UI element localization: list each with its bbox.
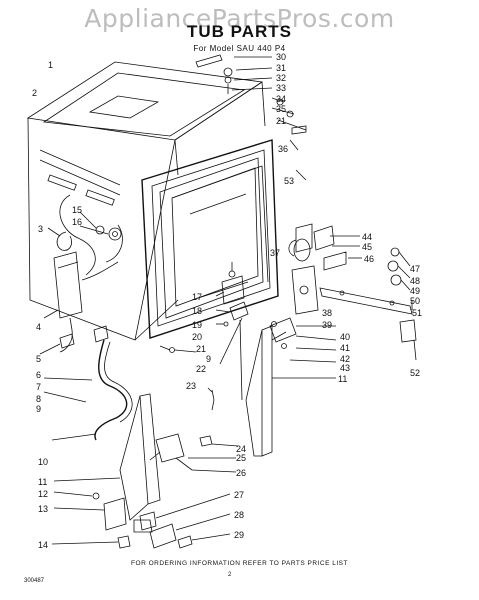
callout-32: 32 [276,73,286,83]
left-leg-bracket [51,393,161,549]
callout-26: 26 [236,468,246,478]
callout-13: 13 [38,504,48,514]
callout-44: 44 [362,232,372,242]
model-subtitle: For Model SAU 440 P4 [193,44,286,53]
callout-50: 50 [410,296,420,306]
callout-23: 23 [186,381,196,391]
callout-15: 15 [72,205,82,215]
watermark: AppliancePartsPros.com [84,4,395,33]
callout-20: 20 [192,332,202,342]
callout-25: 25 [236,453,246,463]
tub-body [26,61,266,341]
callout-48: 48 [410,276,420,286]
callout-19: 19 [192,320,202,330]
callout-16: 16 [72,217,82,227]
door-frame-gasket [141,139,279,339]
callout-52: 52 [410,368,420,378]
left-components [39,211,122,355]
callout-30: 30 [276,52,286,62]
callout-49: 49 [410,286,420,296]
callout-24: 24 [236,444,246,454]
center-parts [139,262,249,549]
callout-35: 35 [276,104,286,114]
callout-40: 40 [340,332,350,342]
callout-21: 21 [196,344,206,354]
callout-11b: 11 [338,374,347,384]
callout-11: 11 [38,477,47,487]
callout-12: 12 [38,489,48,499]
callout-53: 53 [284,176,294,186]
callout-9c: 9 [206,354,211,364]
callout-labels: 1 2 3 4 5 6 7 8 9 10 11 12 13 14 15 16 1… [32,52,422,550]
drawing-code: 300487 [24,578,45,584]
callout-4: 4 [36,322,41,332]
callout-38: 38 [322,308,332,318]
callout-41: 41 [340,343,350,353]
callout-6: 6 [36,370,41,380]
callout-51: 51 [412,308,422,318]
callout-45: 45 [362,242,372,252]
page-number: 2 [228,572,232,578]
callout-17: 17 [192,292,202,302]
callout-31: 31 [276,63,286,73]
callout-3: 3 [38,224,43,234]
right-leg-bracket [245,317,337,457]
fill-hose [43,339,133,441]
callout-34: 34 [276,94,286,104]
callout-18: 18 [192,306,202,316]
callout-42: 42 [340,354,350,364]
callout-36: 36 [278,144,288,154]
callout-27: 27 [234,490,244,500]
callout-47: 47 [410,264,420,274]
callout-33: 33 [276,83,286,93]
callout-2: 2 [32,88,37,98]
callout-29: 29 [234,530,244,540]
diagram-title: TUB PARTS [186,22,292,41]
ordering-footer: FOR ORDERING INFORMATION REFER TO PARTS … [131,560,348,567]
callout-37: 37 [270,248,280,258]
callout-10: 10 [38,457,48,467]
callout-14: 14 [38,540,48,550]
callout-8: 8 [36,394,41,404]
callout-22: 22 [196,364,206,374]
callout-28: 28 [234,510,244,520]
callout-46: 46 [364,254,374,264]
callout-1: 1 [48,60,53,70]
callout-9: 9 [36,404,41,414]
callout-5: 5 [36,354,41,364]
callout-7: 7 [36,382,41,392]
top-hardware [195,54,307,181]
callout-39: 39 [322,320,332,330]
callout-21b: 21 [276,116,286,126]
right-hinge-assembly [288,223,417,361]
callout-43: 43 [340,363,350,373]
